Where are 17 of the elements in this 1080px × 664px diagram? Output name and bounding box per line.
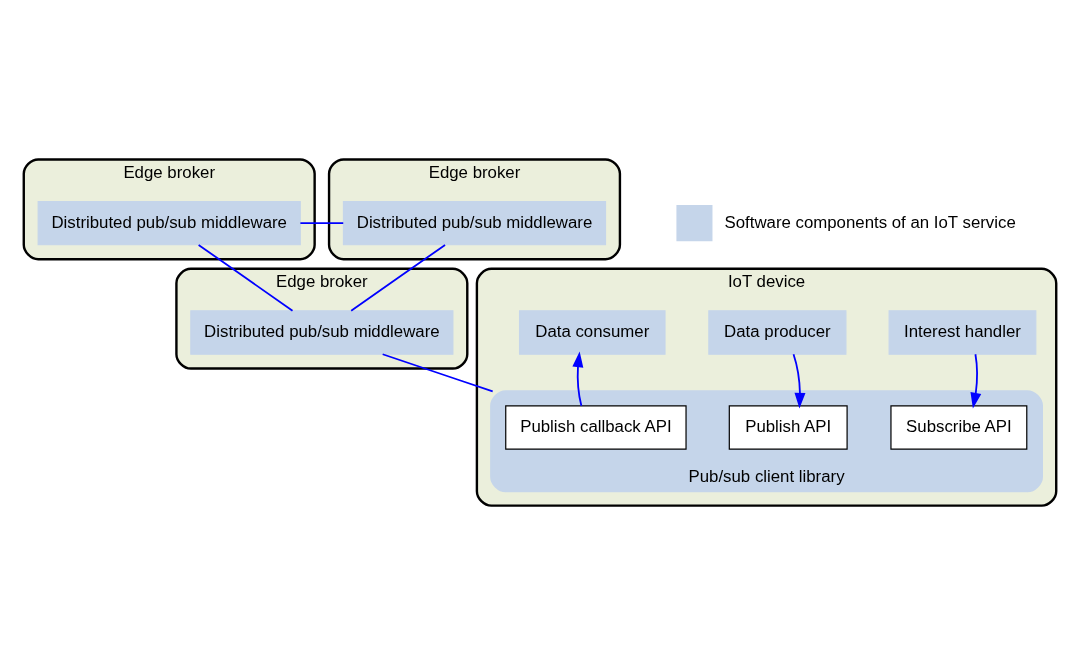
connector <box>381 352 494 392</box>
arrow <box>792 352 806 408</box>
arrow <box>970 352 982 408</box>
node-box: Subscribe API <box>890 404 1028 450</box>
legend-label: Software components of an IoT service <box>724 212 1016 232</box>
arrow <box>572 351 584 407</box>
node-box: Data producer <box>708 309 847 355</box>
connector <box>350 243 446 312</box>
connector <box>197 243 294 312</box>
connector <box>299 221 345 224</box>
node-box: Distributed pub/sub middleware <box>190 309 454 355</box>
node-box: Data consumer <box>518 309 666 355</box>
node-box: Interest handler <box>888 309 1037 355</box>
node-box: Distributed pub/sub middleware <box>342 200 607 245</box>
node-box: Publish API <box>728 404 848 450</box>
node-box: Publish callback API <box>505 404 687 450</box>
node-box: Distributed pub/sub middleware <box>37 200 301 245</box>
